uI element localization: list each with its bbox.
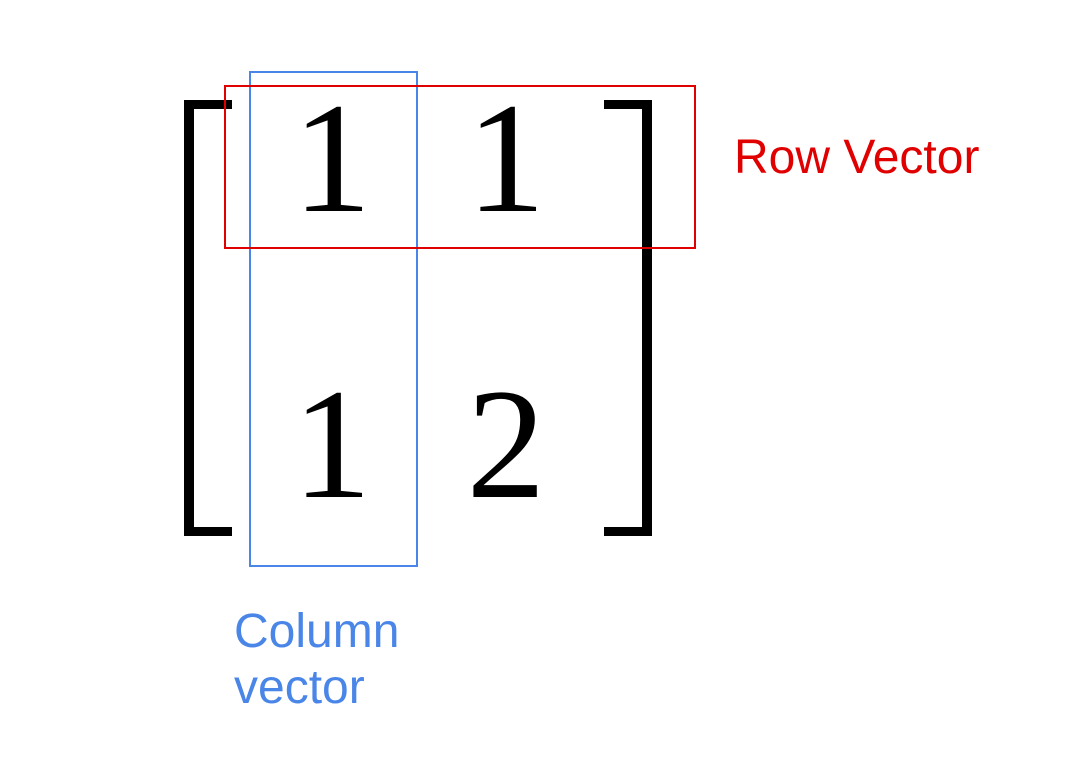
row-vector-label: Row Vector bbox=[734, 131, 980, 184]
column-vector-highlight bbox=[249, 71, 418, 567]
matrix-entry-row2-col1: 1 bbox=[292, 357, 372, 532]
matrix-entry-row1-col2: 1 bbox=[466, 71, 546, 246]
column-vector-label-line2: vector bbox=[234, 660, 365, 714]
matrix-entry-row2-col2: 2 bbox=[466, 357, 546, 532]
column-vector-label-line1: Column bbox=[234, 605, 400, 658]
row-vector-highlight bbox=[224, 85, 696, 249]
matrix-entry-row1-col1: 1 bbox=[292, 71, 372, 246]
right-bracket bbox=[604, 100, 652, 536]
left-bracket bbox=[184, 100, 232, 536]
column-vector-label: Column vector bbox=[234, 604, 399, 715]
